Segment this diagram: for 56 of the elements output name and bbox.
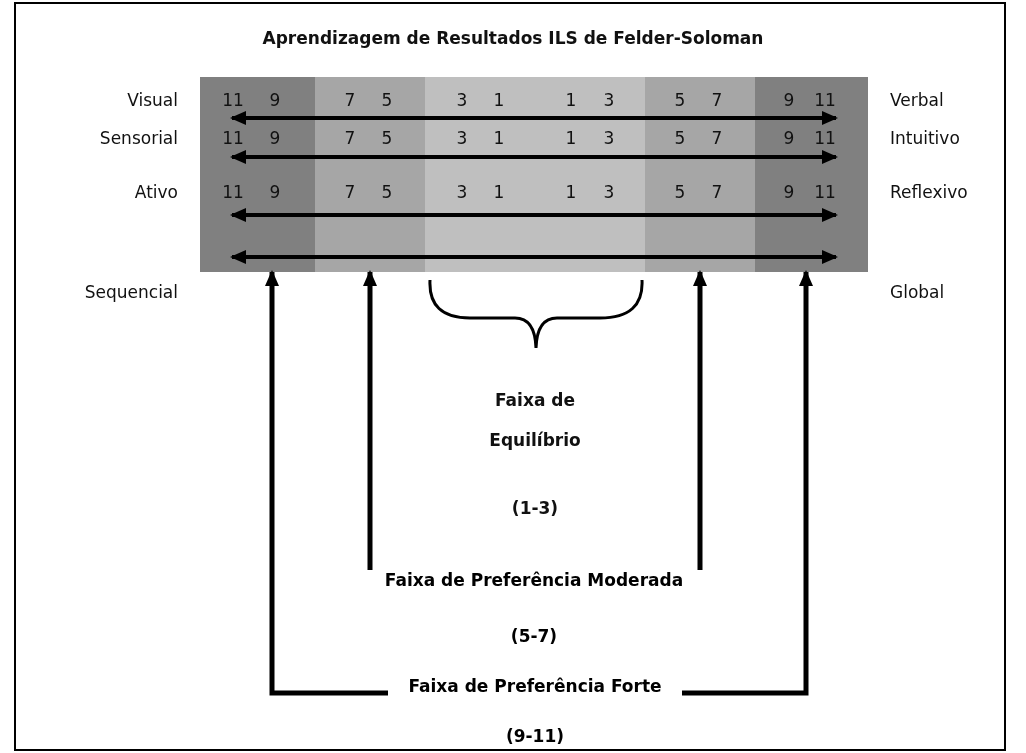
arrow <box>693 270 707 570</box>
scale-number: 3 <box>602 182 616 202</box>
arrow <box>265 270 388 696</box>
scale-pole-label: Sequencial <box>84 282 178 302</box>
diagram-title: Aprendizagem de Resultados ILS de Felder-Soloman <box>261 28 765 48</box>
scale-number: 7 <box>710 90 724 110</box>
scale-number: 9 <box>268 128 282 148</box>
scale-number: 5 <box>380 182 394 202</box>
range-label: Faixa de Equilíbrio <box>488 389 582 452</box>
scale-number: 5 <box>380 128 394 148</box>
scale-number: 5 <box>673 90 687 110</box>
scale-pole-label: Global <box>890 282 945 302</box>
scale-number: 1 <box>492 90 506 110</box>
scale-number: 7 <box>343 90 357 110</box>
scale-number: 5 <box>673 128 687 148</box>
scale-number: 11 <box>813 182 837 202</box>
scale-pole-label: Intuitivo <box>890 128 960 148</box>
range-value: (9-11) <box>504 726 566 746</box>
scale-number: 7 <box>343 182 357 202</box>
scale-number: 9 <box>782 182 796 202</box>
scale-number: 7 <box>710 128 724 148</box>
scale-number: 1 <box>564 128 578 148</box>
scale-number: 11 <box>221 182 245 202</box>
scale-number: 1 <box>564 90 578 110</box>
scale-number: 3 <box>455 182 469 202</box>
scale-number: 9 <box>782 128 796 148</box>
scale-pole-label: Sensorial <box>99 128 178 148</box>
scale-number: 11 <box>221 128 245 148</box>
scale-number: 3 <box>602 128 616 148</box>
scale-number: 9 <box>782 90 796 110</box>
scale-number: 7 <box>343 128 357 148</box>
scale-pole-label: Visual <box>127 90 178 110</box>
scale-number: 1 <box>564 182 578 202</box>
scale-number: 9 <box>268 90 282 110</box>
range-value: (5-7) <box>509 626 559 646</box>
scale-number: 1 <box>492 182 506 202</box>
range-value: (1-3) <box>510 498 560 518</box>
arrow <box>363 270 377 570</box>
scale-number: 5 <box>380 90 394 110</box>
scale-number: 3 <box>602 90 616 110</box>
scale-number: 5 <box>673 182 687 202</box>
scale-number: 3 <box>455 128 469 148</box>
scale-strip <box>200 77 868 272</box>
scale-number: 1 <box>492 128 506 148</box>
scale-pole-label: Reflexivo <box>890 182 968 202</box>
range-label: Faixa de Preferência Forte <box>407 676 663 696</box>
scale-number: 11 <box>221 90 245 110</box>
scale-number: 11 <box>813 128 837 148</box>
scale-pole-label: Ativo <box>134 182 178 202</box>
arrow <box>682 270 813 696</box>
scale-number: 7 <box>710 182 724 202</box>
scale-number: 9 <box>268 182 282 202</box>
range-label: Faixa de Preferência Moderada <box>383 570 685 590</box>
scale-number: 11 <box>813 90 837 110</box>
scale-pole-label: Verbal <box>890 90 944 110</box>
scale-number: 3 <box>455 90 469 110</box>
